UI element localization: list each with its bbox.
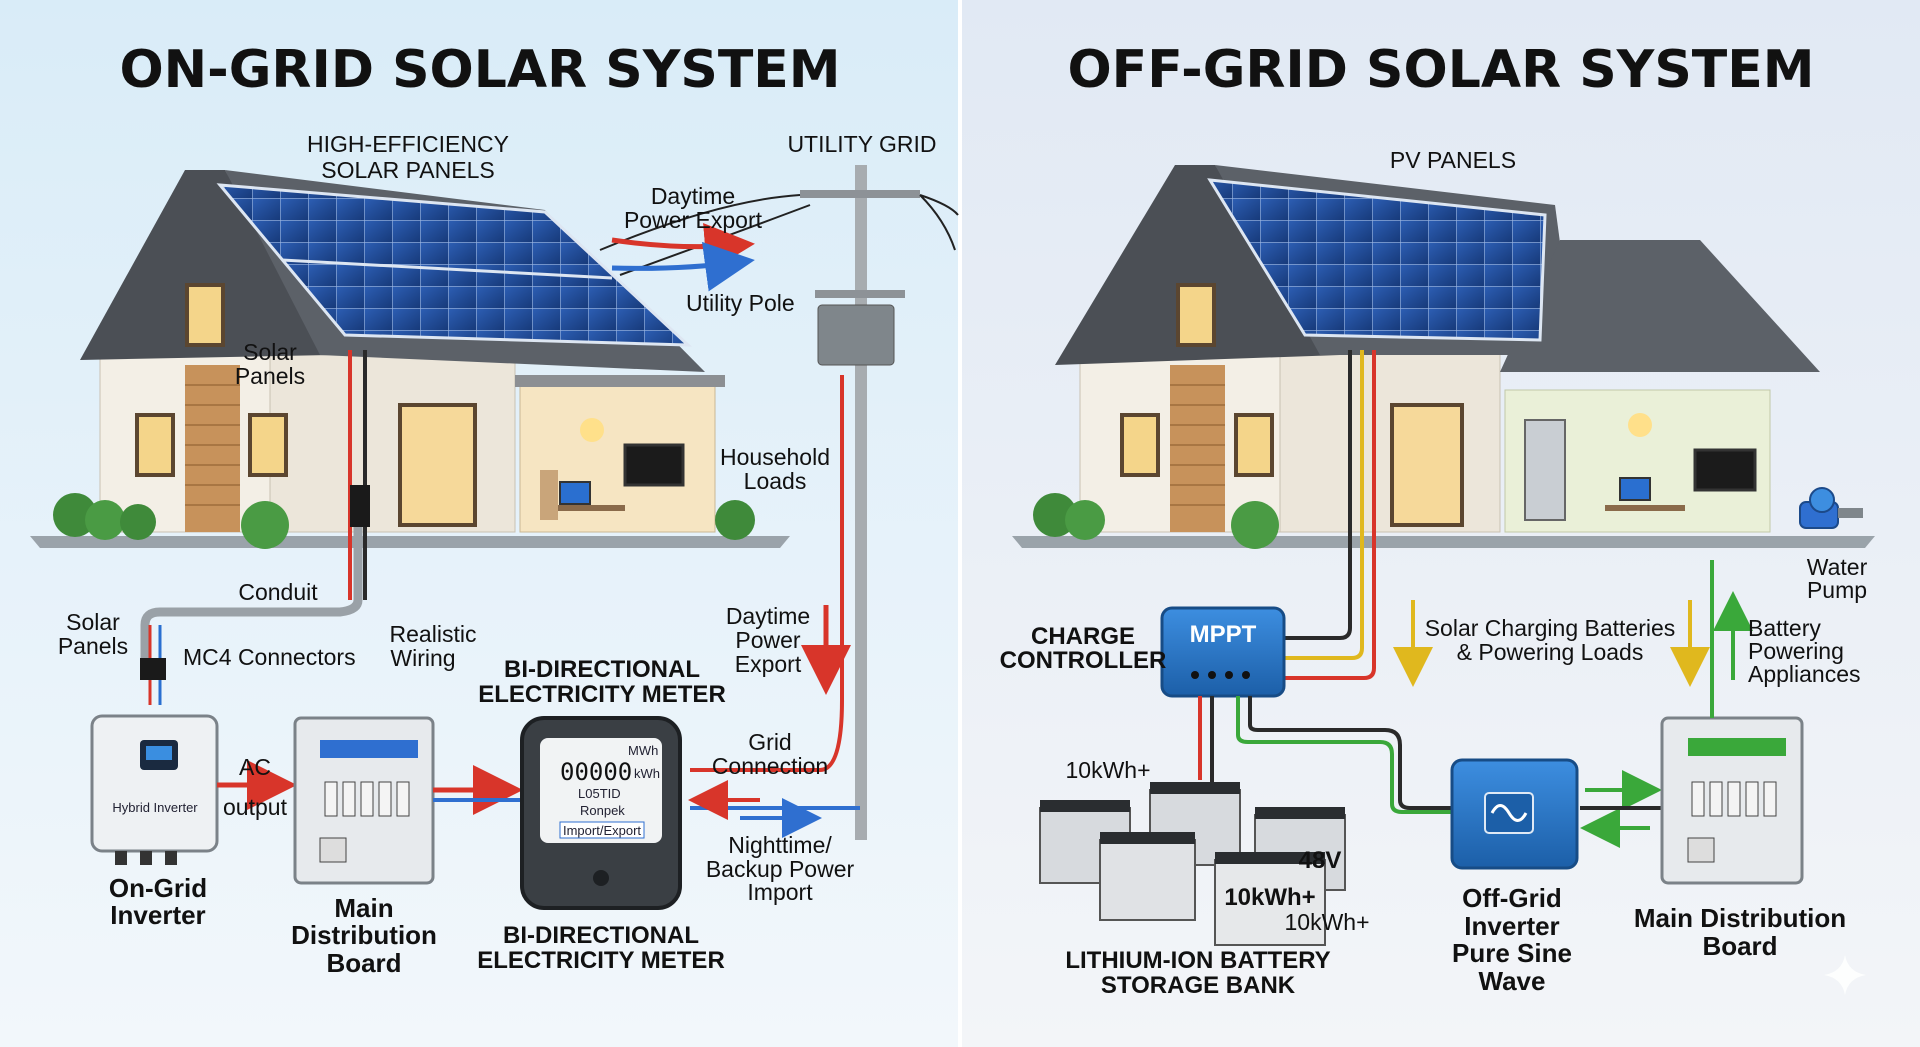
high-efficiency-label-2: SOLAR PANELS [321, 157, 494, 183]
battery-bank-label-1: LITHIUM-ION BATTERY [1065, 947, 1330, 974]
battery-label-a: 10kWh+ [1224, 884, 1315, 911]
utility-import-arrow [611, 241, 755, 292]
mppt-label: MPPT [1190, 621, 1257, 648]
solar-panels-label-2: Panels [235, 363, 305, 389]
utility-pole-label: Utility Pole [686, 290, 795, 316]
battery-powering-label-3: Appliances [1748, 661, 1861, 687]
solar-charging-label-2: & Powering Loads [1457, 639, 1644, 665]
meter-unit: kWh [634, 766, 660, 781]
tv-icon-right [1693, 448, 1757, 492]
household-loads-label-2: Loads [744, 468, 807, 494]
pv-panels-label: PV PANELS [1390, 147, 1516, 173]
inverter-caption: Hybrid Inverter [112, 800, 198, 815]
off-grid-inverter-label-1: Off-Grid [1462, 883, 1562, 913]
conduit-label: Conduit [238, 579, 318, 605]
solar-panels-b-label-2: Panels [58, 633, 128, 659]
meter-unit-top: MWh [628, 743, 658, 758]
mppt-charge-controller: MPPT [1160, 606, 1286, 698]
grid-connection-label-2: Connection [712, 753, 828, 779]
daytime-export-label-2: Power Export [624, 207, 763, 233]
mc4-connector [350, 485, 370, 527]
solar-charging-label-1: Solar Charging Batteries [1425, 615, 1676, 641]
daytime-power-export-label-1: Daytime [726, 603, 810, 629]
meter-bottom-label-1: BI-DIRECTIONAL [503, 922, 699, 949]
battery-bank: 10kWh+ 48V [1039, 782, 1346, 946]
on-grid-title: ON-GRID SOLAR SYSTEM [119, 40, 840, 100]
battery-label-c: 10kWh+ [1284, 909, 1369, 935]
solar-panels-b-label-1: Solar [66, 609, 120, 635]
daytime-power-export-label-3: Export [735, 651, 802, 677]
off-grid-roof-pv-panels [1207, 178, 1547, 342]
off-grid-main-distribution-board [1660, 716, 1804, 885]
realistic-wiring-label-2: Wiring [390, 645, 455, 671]
laptop-icon [559, 481, 591, 505]
sparkle-icon [1824, 955, 1866, 995]
right-ground [1012, 536, 1875, 548]
on-grid-roof-solar-panels [216, 183, 692, 347]
off-grid-inverter-label-2: Inverter [1464, 911, 1559, 941]
charge-controller-label-2: CONTROLLER [1000, 647, 1167, 674]
meter-top-label-2: ELECTRICITY METER [478, 681, 726, 708]
realistic-wiring-label-1: Realistic [390, 621, 477, 647]
ac-output-label-2: output [223, 794, 288, 820]
conduit-pipe [140, 520, 363, 665]
nighttime-import-label-1: Nighttime/ [728, 832, 832, 858]
meter-digits: 00000 [560, 758, 632, 786]
grid-connection-label-1: Grid [748, 729, 791, 755]
solar-panels-label-1: Solar [243, 339, 297, 365]
meter-bottom-label-2: ELECTRICITY METER [477, 947, 725, 974]
off-grid-mdb-label-1: Main Distribution [1634, 903, 1846, 933]
utility-grid-label: UTILITY GRID [787, 131, 936, 157]
meter-badge: Import/Export [563, 823, 641, 838]
lamp-icon [580, 418, 604, 442]
main-distribution-board-label-2: Distribution [291, 920, 437, 950]
fridge-icon [1524, 419, 1566, 521]
battery-powering-label-1: Battery [1748, 615, 1821, 641]
tv-icon [623, 443, 685, 487]
daytime-power-export-label-2: Power [735, 627, 801, 653]
off-grid-title: OFF-GRID SOLAR SYSTEM [1067, 40, 1814, 100]
on-grid-inverter: Hybrid Inverter [90, 714, 219, 865]
water-pump-label-2: Pump [1807, 577, 1867, 603]
laptop-icon-right [1619, 477, 1651, 501]
panel-divider [958, 0, 962, 1047]
ac-output-label-1: AC [239, 754, 271, 780]
on-grid-inverter-label-1: On-Grid [109, 873, 207, 903]
main-distribution-board-label-3: Board [326, 948, 401, 978]
mc4-connector-lower [140, 658, 166, 680]
lamp-icon-right [1628, 413, 1652, 437]
nighttime-import-label-2: Backup Power [706, 856, 855, 882]
water-pump-icon [1799, 487, 1863, 529]
daytime-export-label-1: Daytime [651, 183, 735, 209]
meter-top-label-1: BI-DIRECTIONAL [504, 656, 700, 683]
off-grid-inverter-label-4: Wave [1479, 966, 1546, 996]
battery-label-b: 48V [1299, 847, 1342, 874]
household-loads-label-1: Household [720, 444, 830, 470]
high-efficiency-label-1: HIGH-EFFICIENCY [307, 131, 509, 157]
bank-capacity-label: 10kWh+ [1065, 757, 1150, 783]
sine-wave-icon [1490, 804, 1528, 822]
charge-controller-label-1: CHARGE [1031, 623, 1135, 650]
off-grid-inverter-label-3: Pure Sine [1452, 938, 1572, 968]
on-grid-main-distribution-board [293, 716, 435, 885]
water-pump-label-1: Water [1807, 554, 1868, 580]
on-grid-inverter-label-2: Inverter [110, 900, 205, 930]
battery-powering-label-2: Powering [1748, 638, 1844, 664]
left-ground [30, 536, 790, 548]
utility-pole [599, 165, 959, 840]
nighttime-import-label-3: Import [747, 879, 813, 905]
off-grid-inverter [1450, 758, 1579, 870]
mc4-label: MC4 Connectors [183, 644, 356, 670]
meter-line2: Ronpek [580, 803, 625, 818]
off-grid-mdb-label-2: Board [1702, 931, 1777, 961]
bi-directional-meter: MWh 00000 kWh L05TID Ronpek Import/Expor… [520, 716, 682, 910]
battery-bank-label-2: STORAGE BANK [1101, 972, 1296, 999]
main-distribution-board-label-1: Main [334, 893, 393, 923]
meter-line1: L05TID [578, 786, 621, 801]
